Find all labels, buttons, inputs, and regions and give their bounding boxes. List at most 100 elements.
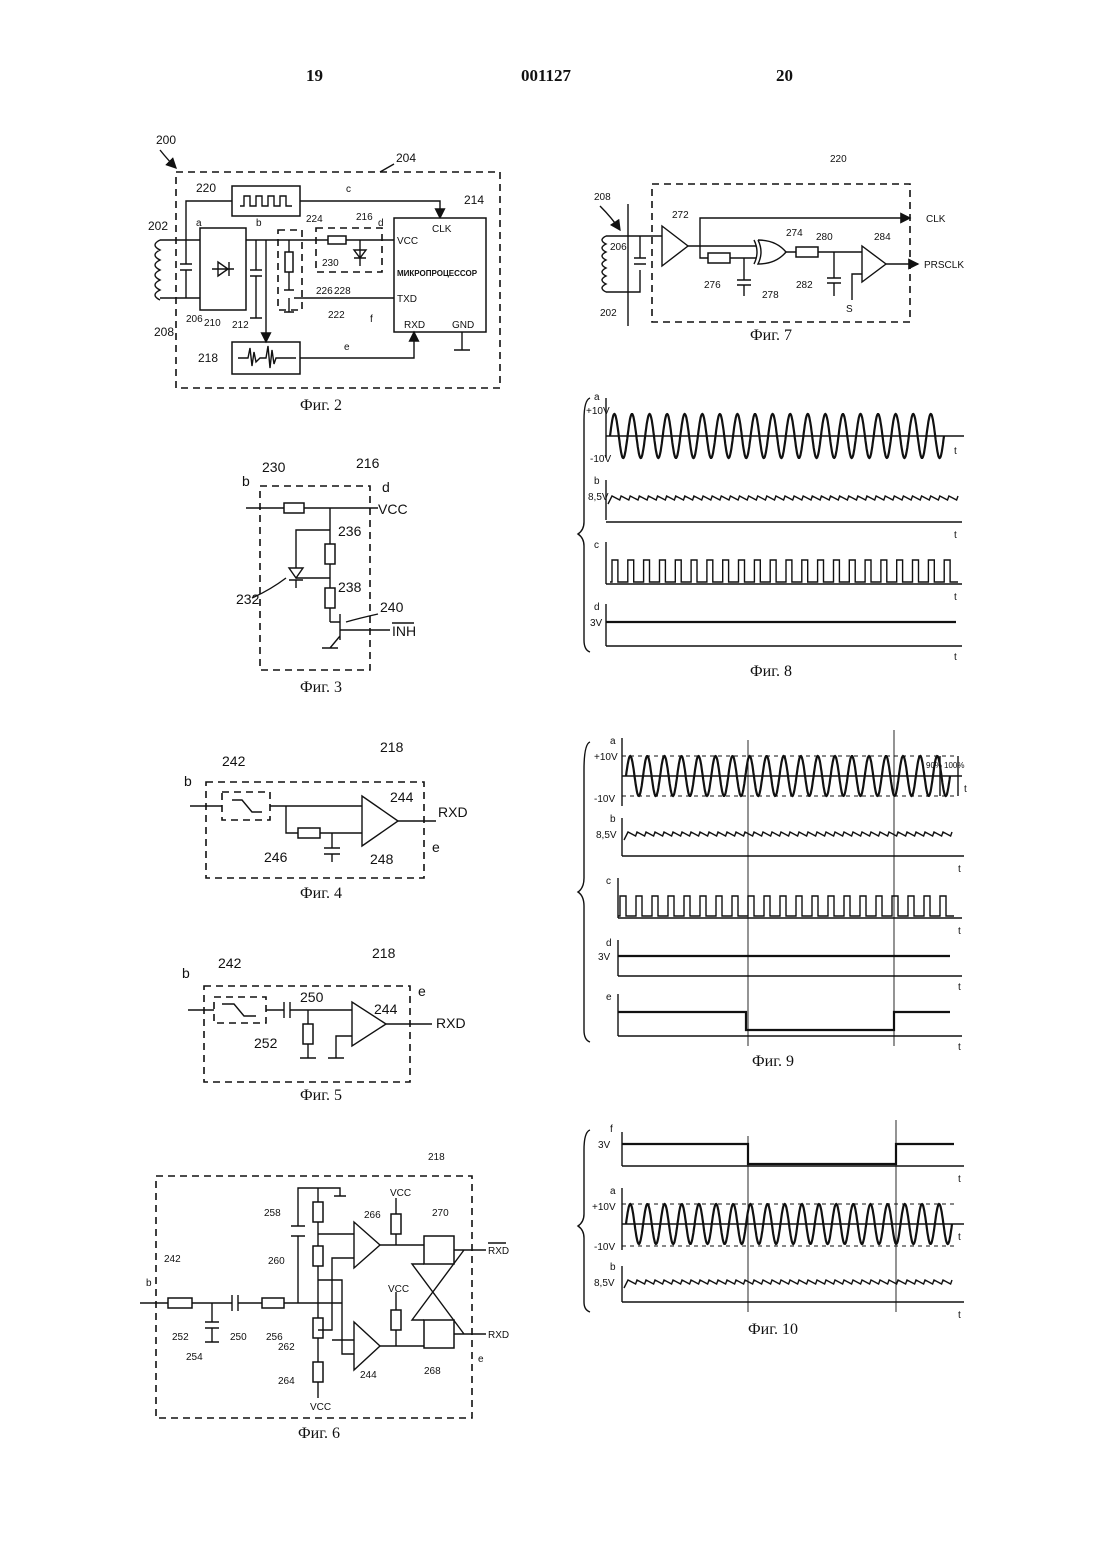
fig9-label-d: d <box>606 938 612 949</box>
fig4-ref-218: 218 <box>380 739 404 755</box>
fig4-resistor-246 <box>298 828 320 838</box>
fig2-node-b: b <box>256 218 262 229</box>
fig8-axis-d <box>606 604 962 646</box>
fig7-ref-284: 284 <box>874 232 891 243</box>
fig3-node-b: b <box>242 473 250 489</box>
fig8-p10: +10V <box>586 406 610 417</box>
fig6-vcc-mid: VCC <box>388 1284 409 1295</box>
fig7-ref-276: 276 <box>704 280 721 291</box>
fig10-caption: Фиг. 10 <box>748 1321 798 1338</box>
fig9-t4: t <box>958 982 961 993</box>
fig9-axis-c <box>618 878 962 918</box>
fig8-label-d: d <box>594 602 600 613</box>
fig10-label-a: a <box>610 1186 616 1197</box>
fig2-ref-216: 216 <box>356 212 373 223</box>
fig8-v3: 3V <box>590 618 603 629</box>
fig6-ref-266: 266 <box>364 1210 381 1221</box>
fig9-caption: Фиг. 9 <box>752 1053 794 1070</box>
fig9-axis-b <box>622 818 964 856</box>
fig6-pullup-bottom <box>391 1310 401 1330</box>
fig6-ref-254: 254 <box>186 1352 203 1363</box>
fig5-resistor-252 <box>303 1024 313 1044</box>
fig6-vcc-bottom: VCC <box>310 1402 331 1413</box>
fig2-resistor-224 <box>285 252 293 272</box>
fig10-p10: +10V <box>592 1202 616 1213</box>
fig8-t3: t <box>954 592 957 603</box>
fig8-t2: t <box>954 530 957 541</box>
fig4-filter-symbol <box>232 800 262 812</box>
fig8-wave-c <box>610 560 958 582</box>
fig3-resistor-230 <box>284 503 304 513</box>
fig10-wave-f <box>622 1144 954 1164</box>
fig3-ref-240: 240 <box>380 599 404 615</box>
fig7-arrow-208 <box>600 206 620 230</box>
fig2-ref-222: 222 <box>328 310 345 321</box>
fig6-node-b: b <box>146 1278 152 1289</box>
fig2-ref-230: 230 <box>322 258 339 269</box>
fig4-node-b: b <box>184 773 192 789</box>
fig9-time-markers <box>748 730 894 1046</box>
fig7-ref-282: 282 <box>796 280 813 291</box>
fig2-node-d: d <box>378 218 384 229</box>
fig10-axis-f <box>622 1132 964 1166</box>
fig2-wire-e <box>300 332 414 358</box>
fig5-ref-218: 218 <box>372 945 396 961</box>
figure-2: 200 204 202 206 208 a 210 212 b 220 c 21… <box>148 133 500 414</box>
fig2-capacitor-212 <box>246 240 276 318</box>
fig6-ref-242: 242 <box>164 1254 181 1265</box>
fig2-block-220 <box>232 186 300 216</box>
fig3-caption: Фиг. 3 <box>300 679 342 696</box>
fig3-ref-236: 236 <box>338 523 362 539</box>
fig4-node-e: e <box>432 839 440 855</box>
figure-3: 230 216 b d VCC 236 238 232 240 INH Фиг.… <box>236 455 416 696</box>
fig2-capacitor-206 <box>180 240 192 298</box>
fig6-capacitor-250 <box>232 1295 238 1311</box>
fig2-coil-leads <box>160 240 200 298</box>
fig7-caption: Фиг. 7 <box>750 327 792 344</box>
fig9-v3: 3V <box>598 952 611 963</box>
fig8-label-a: a <box>594 392 600 403</box>
fig6-resistor-260 <box>313 1246 323 1266</box>
fig3-leader-240 <box>346 614 378 622</box>
fig7-ref-280: 280 <box>816 232 833 243</box>
fig10-v85: 8,5V <box>594 1278 615 1289</box>
fig7-ref-274: 274 <box>786 228 803 239</box>
fig4-block-242 <box>222 792 270 820</box>
fig2-signal-e: e <box>344 342 350 353</box>
fig2-ref-214: 214 <box>464 193 484 207</box>
fig2-ref-226: 226 <box>316 286 333 297</box>
fig7-coil-202 <box>602 236 606 292</box>
fig10-v3: 3V <box>598 1140 611 1151</box>
fig2-signal-f: f <box>370 314 373 325</box>
fig2-gnd-symbol <box>454 332 470 350</box>
fig2-ref-220: 220 <box>196 181 216 195</box>
fig3-ref-232: 232 <box>236 591 260 607</box>
fig8-t4: t <box>954 652 957 663</box>
fig2-ref-218: 218 <box>198 351 218 365</box>
fig8-axis-b <box>606 480 962 522</box>
fig6-comparator-266 <box>354 1222 380 1268</box>
fig6-ref-268: 268 <box>424 1366 441 1377</box>
fig6-rxd-bar: RXD <box>488 1246 509 1257</box>
fig6-resistor-264 <box>313 1362 323 1382</box>
figure-10: f 3V t a +10V -10V t b 8,5V t Фиг. 10 <box>578 1120 964 1338</box>
fig3-resistor-236 <box>325 544 335 564</box>
fig5-ref-244: 244 <box>374 1001 398 1017</box>
figure-4: 218 242 b 244 RXD e 246 248 Фиг. 4 <box>184 739 468 902</box>
fig2-ref-212: 212 <box>232 320 249 331</box>
fig8-m10: -10V <box>590 454 611 465</box>
fig2-signal-c: c <box>346 184 351 195</box>
fig5-node-b: b <box>182 965 190 981</box>
fig2-ref-210: 210 <box>204 318 221 329</box>
fig10-t1: t <box>958 1174 961 1185</box>
fig2-coil-202 <box>155 240 160 300</box>
fig4-ref-244: 244 <box>390 789 414 805</box>
fig3-ref-238: 238 <box>338 579 362 595</box>
fig5-node-e: e <box>418 983 426 999</box>
fig7-ref-202: 202 <box>600 308 617 319</box>
figure-9: a +10V -10V 90% 100% t b 8,5V t c t d 3V… <box>578 730 967 1070</box>
fig8-t1: t <box>954 446 957 457</box>
fig6-ref-258: 258 <box>264 1208 281 1219</box>
fig2-ref-204: 204 <box>396 151 416 165</box>
